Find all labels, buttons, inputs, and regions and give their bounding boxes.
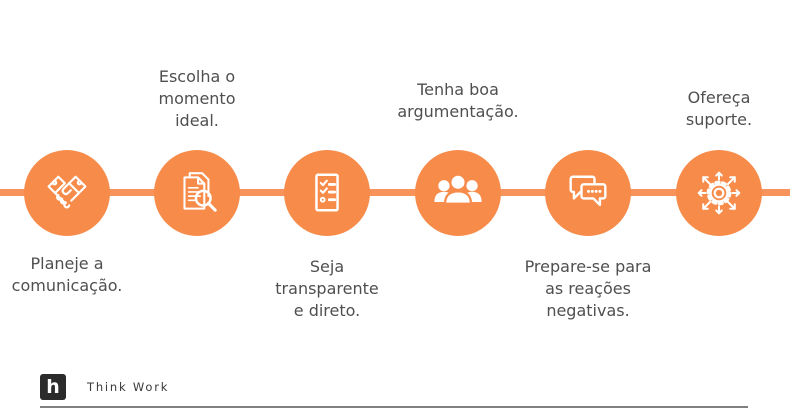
- step-label-escolha: Escolha o momento ideal.: [158, 67, 236, 130]
- chat-bubbles-icon: [569, 175, 607, 207]
- timeline-line: [0, 189, 790, 196]
- step-label-planeje: Planeje a comunicação.: [11, 254, 123, 295]
- footer-rule: [40, 406, 748, 408]
- team-icon: [434, 173, 482, 205]
- step-circle-1: [24, 150, 110, 236]
- step-label-seja: Seja transparente e direto.: [275, 257, 379, 320]
- step-circle-3: [284, 150, 370, 236]
- document-magnifier-icon: [183, 172, 217, 212]
- step-circle-6: [676, 150, 762, 236]
- brand-name: Think Work: [87, 380, 170, 394]
- think-work-logo: h: [40, 374, 66, 400]
- checklist-icon: [315, 173, 339, 212]
- step-label-ofereca: Ofereça suporte.: [685, 88, 753, 129]
- handshake-icon: [47, 175, 87, 209]
- step-circle-2: [154, 150, 240, 236]
- step-circle-5: [545, 150, 631, 236]
- step-circle-4: [415, 150, 501, 236]
- logo-letter: h: [46, 376, 60, 398]
- step-label-tenha: Tenha boa argumentação.: [397, 80, 519, 121]
- gear-arrows-icon: [697, 171, 741, 215]
- step-label-prepare: Prepare-se para as reações negativas.: [524, 257, 652, 320]
